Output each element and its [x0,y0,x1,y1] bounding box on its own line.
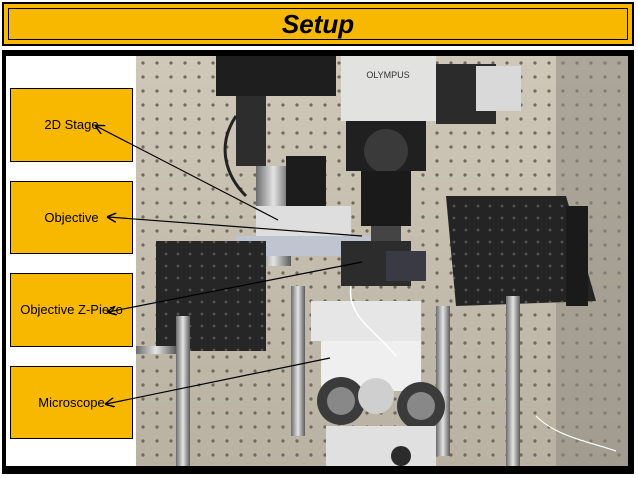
label-2d-stage-text: 2D Stage [44,117,99,132]
title-banner-inner-border [8,8,628,40]
label-objective-z-piezo: Objective Z-Piezo [10,273,133,347]
label-objective-text: Objective [44,209,99,225]
label-microscope-text: Microscope [38,394,105,410]
label-2d-stage: 2D Stage [10,88,133,162]
setup-photo: OLYMPUS [136,56,628,466]
photo-brand-text: OLYMPUS [366,70,409,80]
setup-photo-drawing: OLYMPUS [136,56,628,466]
arrow-2d-stage [96,126,279,221]
arrow-objective-z-piezo [108,261,363,312]
title-banner: Setup [2,2,634,46]
arrow-microscope [106,357,331,404]
slide-title: Setup [281,8,355,39]
arrow-objective [108,217,363,237]
label-objective-z-piezo-text: Objective Z-Piezo [20,302,123,317]
